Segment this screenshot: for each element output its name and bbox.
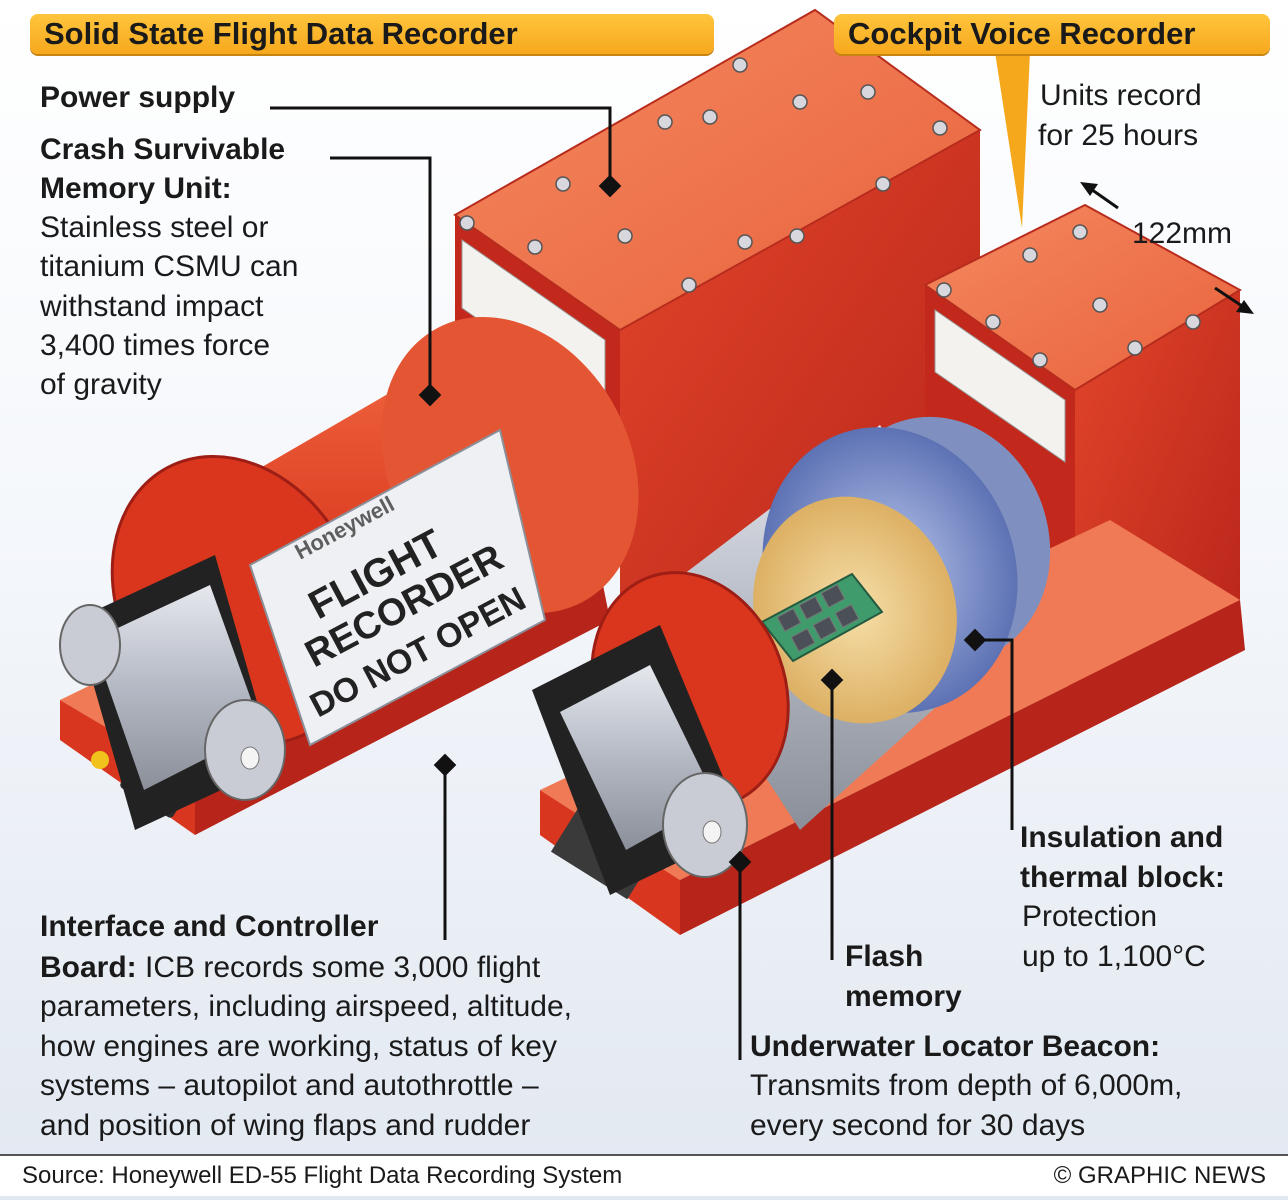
- cvr-underwater-beacon: [532, 625, 748, 895]
- icb-body-line-1: ICB records some 3,000 flight: [136, 951, 541, 984]
- icb-title-line-2-row: Board: ICB records some 3,000 flight: [40, 948, 540, 987]
- ulb-body-line-2: every second for 30 days: [750, 1109, 1086, 1142]
- ulb-title: Underwater Locator Beacon:: [750, 1030, 1161, 1063]
- footer: Source: Honeywell ED-55 Flight Data Reco…: [0, 1154, 1288, 1196]
- fdr-header-text: Solid State Flight Data Recorder: [44, 16, 518, 51]
- copyright-credit: © GRAPHIC NEWS: [1053, 1162, 1266, 1189]
- fdr-csmu-cylinder: Honeywell FLIGHT RECORDER DO NOT OPEN: [110, 317, 639, 747]
- icb-body-line-4: systems – autopilot and autothrottle –: [40, 1069, 539, 1102]
- csmu-body-line-1: Stainless steel or: [40, 211, 269, 244]
- cvr-top-bolts: [936, 224, 1201, 368]
- insulation-body-line-2: up to 1,100°C: [1022, 940, 1206, 973]
- callout-markers: [418, 174, 987, 874]
- insulation-title-line-2: thermal block:: [1020, 861, 1226, 894]
- csmu-title-line-2: Memory Unit:: [40, 172, 232, 205]
- flash-memory-line-2: memory: [845, 980, 962, 1013]
- record-duration-line-2: for 25 hours: [1038, 119, 1199, 152]
- icb-body-line-3: how engines are working, status of key: [40, 1030, 557, 1063]
- csmu-body-line-5: of gravity: [40, 368, 162, 401]
- source-credit: Source: Honeywell ED-55 Flight Data Reco…: [22, 1162, 623, 1189]
- dimension-label: 122mm: [1132, 217, 1233, 250]
- dimension-arrows: [1080, 182, 1254, 314]
- fdr-underwater-beacon: [59, 555, 286, 830]
- fdr-header: Solid State Flight Data Recorder: [30, 14, 714, 54]
- cvr-cutaway-cylinder: [590, 416, 1051, 830]
- flash-memory-line-1: Flash: [845, 940, 924, 973]
- fdr-top-bolts: [459, 57, 948, 293]
- icb-body-line-5: and position of wing flaps and rudder: [40, 1109, 531, 1142]
- csmu-body-line-3: withstand impact: [40, 290, 264, 323]
- power-supply-label: Power supply: [40, 81, 236, 114]
- icb-title-line-1: Interface and Controller: [40, 910, 379, 943]
- record-duration-line-1: Units record: [1040, 79, 1202, 112]
- icb-title-line-2: Board:: [40, 951, 137, 984]
- csmu-title-line-1: Crash Survivable: [40, 133, 286, 166]
- cvr-header: Cockpit Voice Recorder: [834, 14, 1270, 54]
- csmu-body-line-2: titanium CSMU can: [40, 250, 299, 283]
- cvr-header-text: Cockpit Voice Recorder: [848, 16, 1196, 51]
- cvr-header-pointer: [995, 52, 1030, 228]
- ulb-body-line-1: Transmits from depth of 6,000m,: [750, 1069, 1183, 1102]
- callout-leader-lines: [270, 106, 1014, 1060]
- insulation-title-line-1: Insulation and: [1020, 821, 1224, 854]
- icb-body-line-2: parameters, including airspeed, altitude…: [40, 990, 572, 1023]
- insulation-body-line-1: Protection: [1022, 900, 1158, 933]
- csmu-body-line-4: 3,400 times force: [40, 329, 271, 362]
